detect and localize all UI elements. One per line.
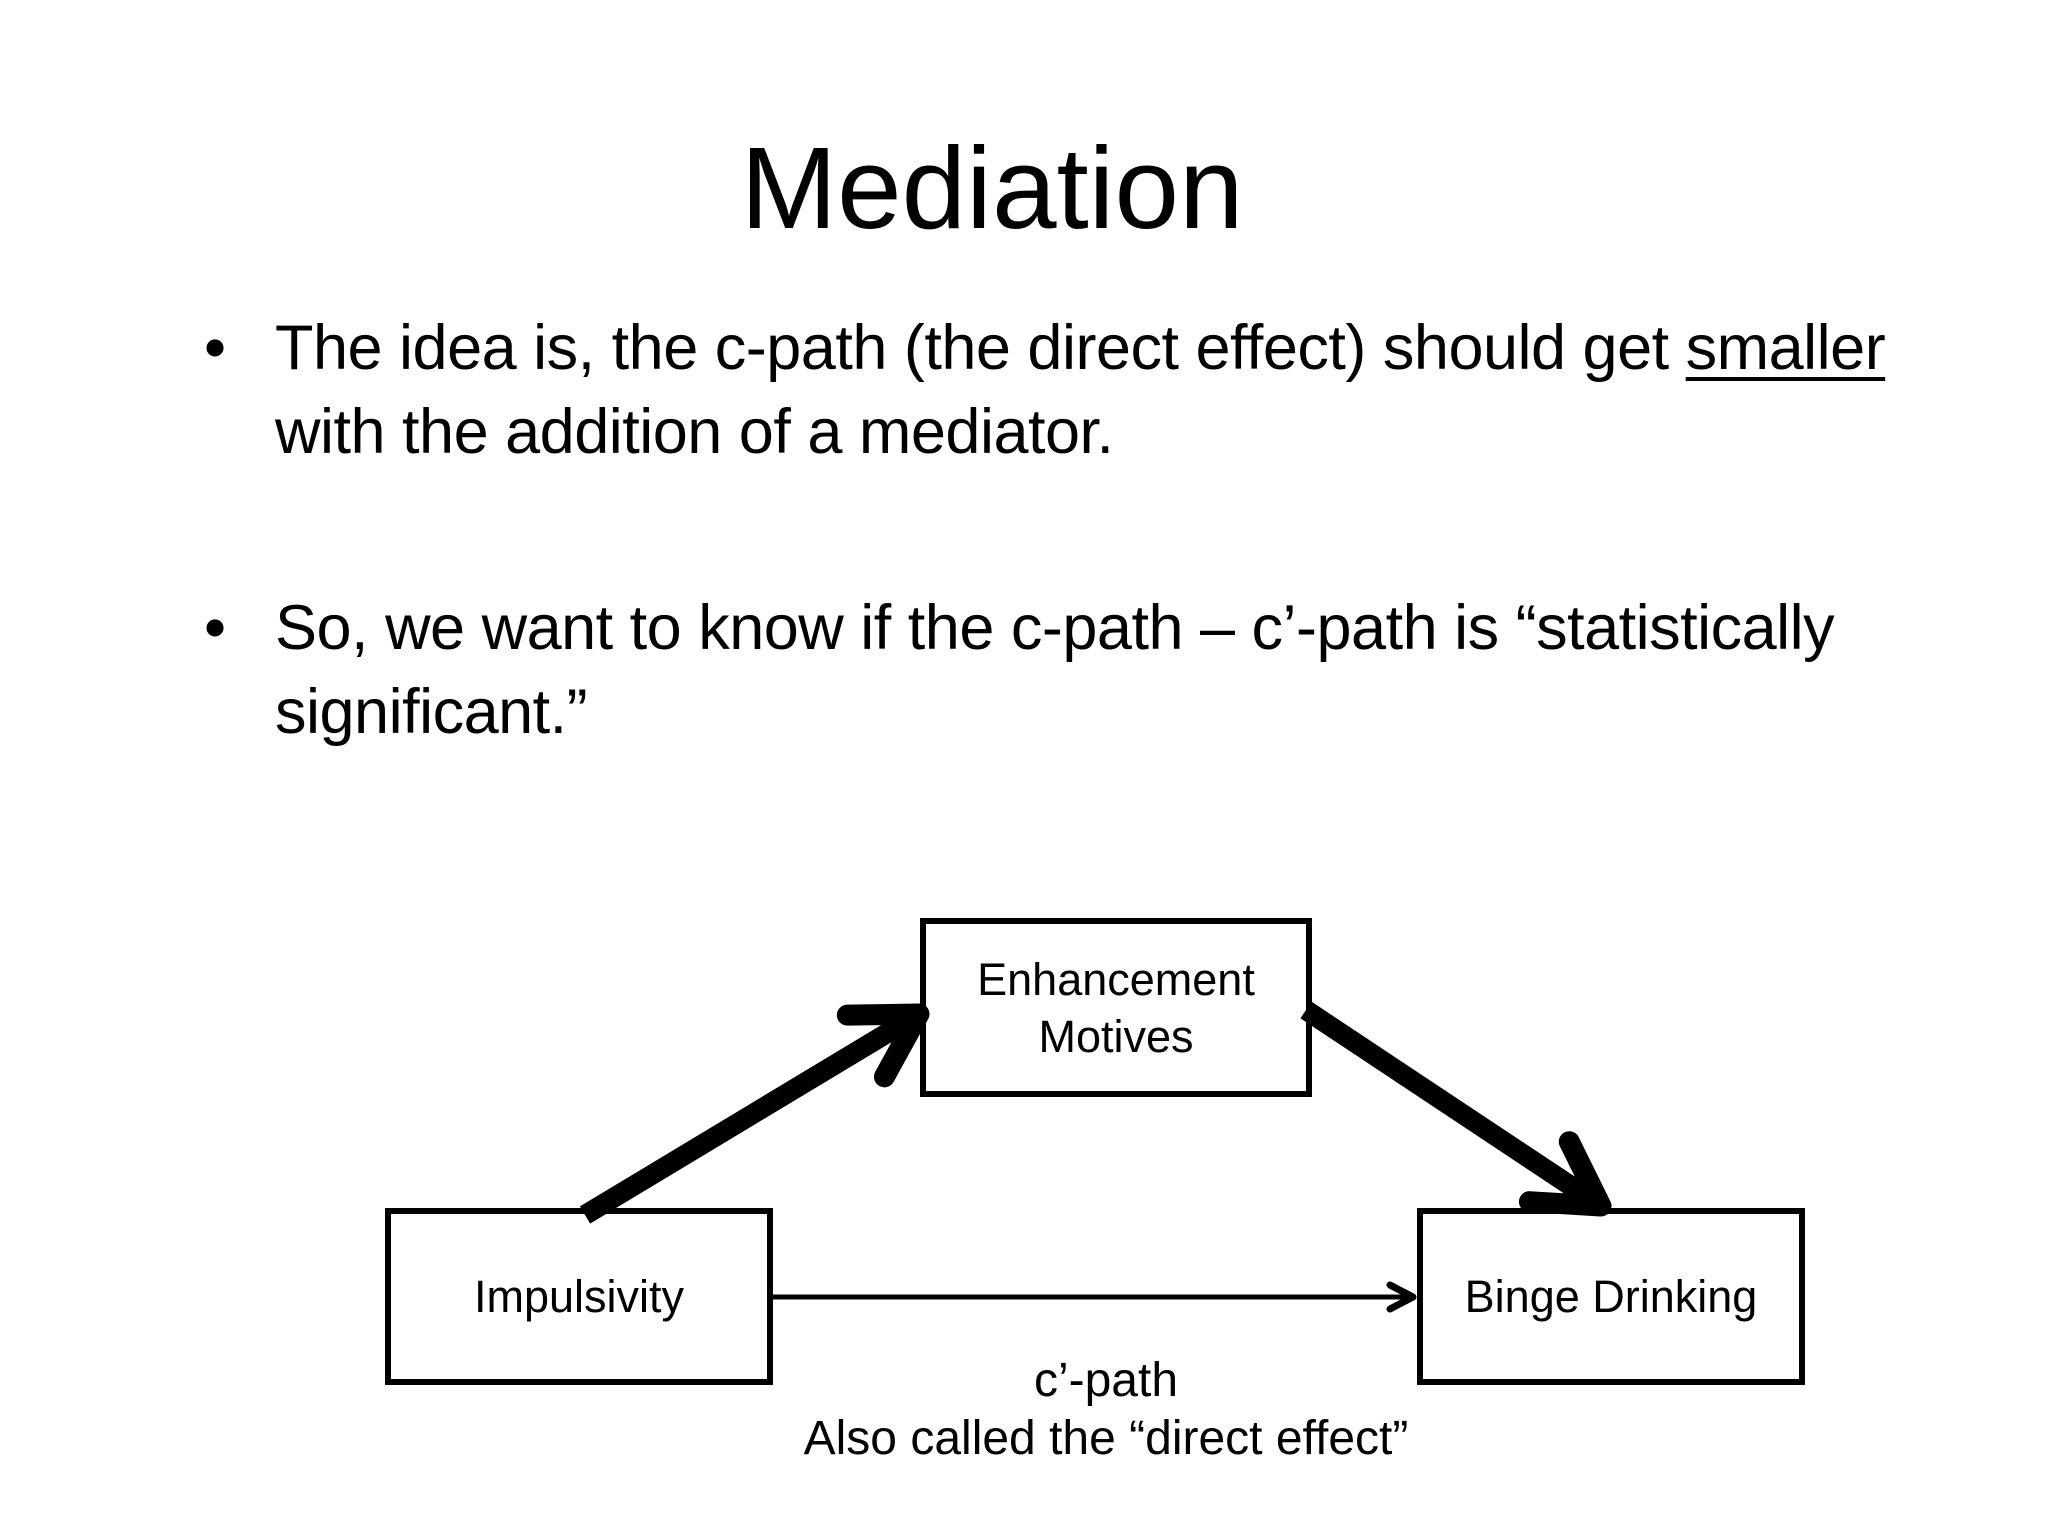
b-path-arrow	[1300, 1001, 1612, 1217]
bullet-item-2: • So, we want to know if the c-path – c’…	[204, 586, 1964, 754]
bullet-marker: •	[204, 313, 226, 383]
bullet-1-line-1: The idea is, the c-path (the direct effe…	[275, 306, 1964, 390]
c-path-sublabel: Also called the “direct effect”	[803, 1412, 1409, 1465]
bullet-text-2: So, we want to know if the c-path – c’-p…	[275, 586, 1964, 754]
predictor-box-label: Impulsivity	[473, 1271, 685, 1322]
bullet-text-1: The idea is, the c-path (the direct effe…	[275, 306, 1964, 474]
mediator-box-label: Enhancement Motives	[977, 953, 1255, 1062]
bullet-2-line-2: significant.”	[275, 677, 588, 747]
bullet-item-1: • The idea is, the c-path (the direct ef…	[204, 306, 1964, 474]
predictor-box: Impulsivity	[385, 1208, 773, 1385]
slide-title: Mediation	[740, 123, 1244, 253]
bullet-1-line-2: with the addition of a mediator.	[275, 397, 1114, 467]
bullet-1-line-1-text: The idea is, the c-path (the direct effe…	[275, 313, 1686, 383]
bullet-marker: •	[204, 593, 226, 663]
mediator-box: Enhancement Motives	[920, 918, 1312, 1097]
outcome-box: Binge Drinking	[1417, 1208, 1805, 1385]
c-path-label: c’-path	[1033, 1354, 1179, 1407]
outcome-box-label: Binge Drinking	[1464, 1271, 1758, 1322]
bullet-2-line-1: So, we want to know if the c-path – c’-p…	[275, 593, 1835, 663]
underlined-word: smaller	[1685, 313, 1886, 383]
a-path-arrow	[579, 1003, 930, 1224]
